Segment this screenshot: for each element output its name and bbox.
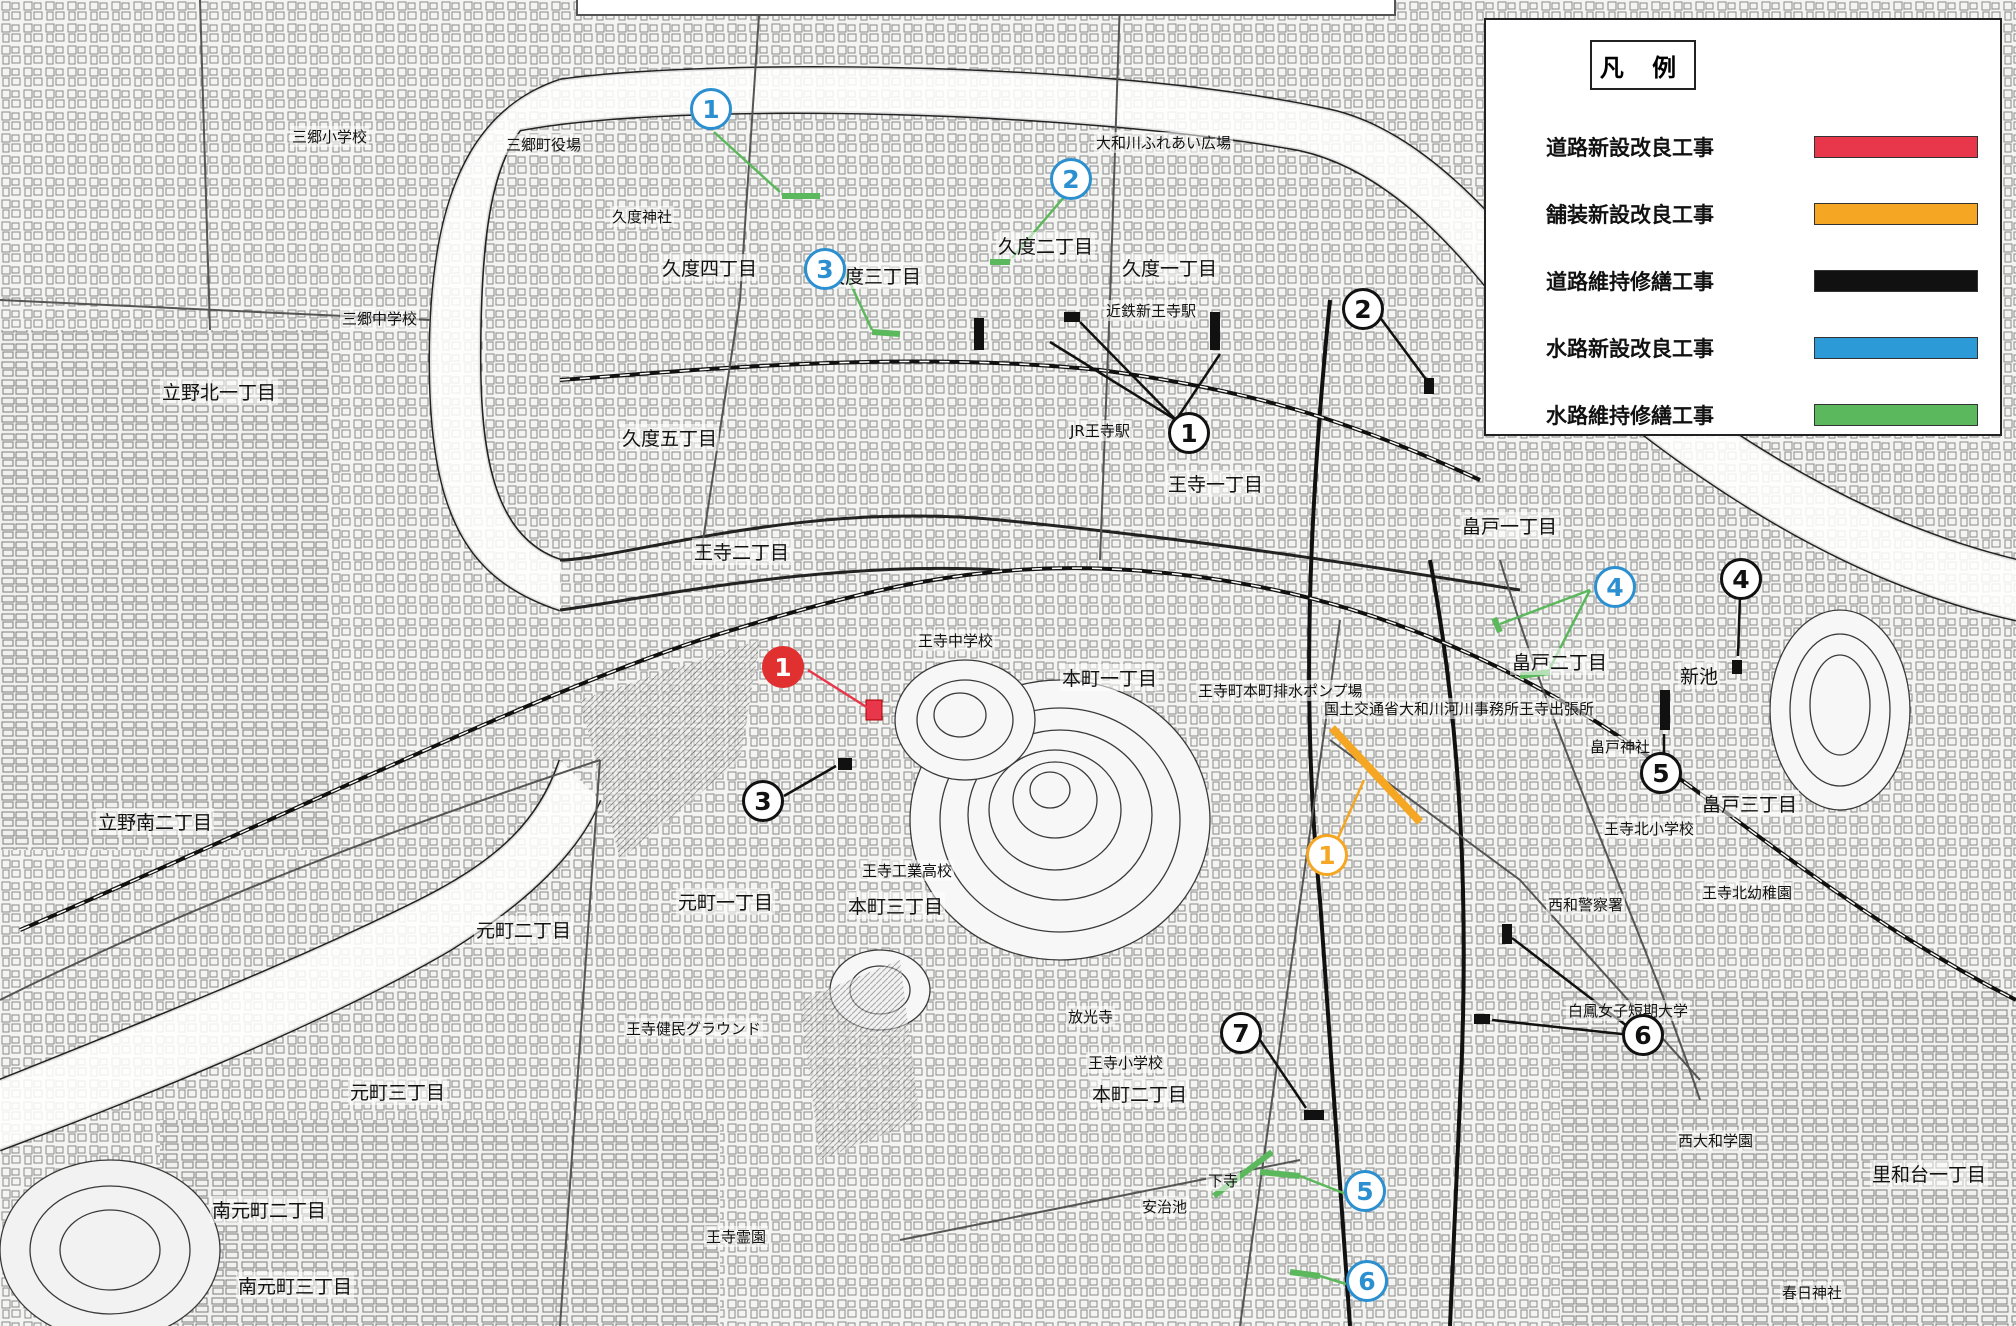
road-maint-segment-3 xyxy=(838,758,852,770)
pave-segment-1 xyxy=(1329,725,1423,825)
water-maint-marker-4[interactable]: 4 xyxy=(1594,566,1636,608)
legend-row-water-new: 水路新設改良工事 xyxy=(1486,329,2000,369)
road-maint-segment-4 xyxy=(1732,660,1742,674)
road-maint-segment-1b xyxy=(1210,312,1220,350)
road-maint-segment-2 xyxy=(1424,378,1434,394)
road-maint-segment-6b xyxy=(1474,1014,1490,1024)
label-honmachi-3: 本町三丁目 xyxy=(846,892,946,919)
legend-title: 凡 例 xyxy=(1590,40,1696,90)
road-maint-marker-6[interactable]: 6 xyxy=(1622,1014,1664,1056)
label-sango-yakuba: 三郷町役場 xyxy=(504,134,584,155)
water-maint-marker-3[interactable]: 3 xyxy=(804,248,846,290)
water-maint-marker-5[interactable]: 5 xyxy=(1344,1170,1386,1212)
label-kumotoji: 放光寺 xyxy=(1066,1006,1116,1027)
label-jr-oji: JR王寺駅 xyxy=(1068,420,1132,441)
water-maint-segment-4a xyxy=(1491,616,1503,634)
road-maint-segment-5 xyxy=(1660,690,1670,730)
label-minamimotomachi-3: 南元町三丁目 xyxy=(236,1272,355,1299)
label-kudo-5: 久度五丁目 xyxy=(620,424,720,451)
legend-swatch-road-new xyxy=(1814,136,1978,158)
label-kasuga-jinja: 春日神社 xyxy=(1780,1282,1845,1303)
label-motomachi-1: 元町一丁目 xyxy=(676,888,776,915)
label-oji-kita-shogakko: 王寺北小学校 xyxy=(1602,818,1697,839)
label-oji-2: 王寺二丁目 xyxy=(692,538,792,565)
label-oji-kenmin: 王寺健民グラウンド xyxy=(624,1018,764,1039)
water-maint-marker-6[interactable]: 6 xyxy=(1346,1260,1388,1302)
legend: 凡 例 道路新設改良工事 舗装新設改良工事 道路維持修繕工事 水路新設改良工事 … xyxy=(1484,18,2002,436)
road-maint-segment-7 xyxy=(1304,1110,1324,1120)
legend-row-water-maint: 水路維持修繕工事 xyxy=(1486,396,2000,436)
label-sango-chugakko: 三郷中学校 xyxy=(340,308,420,329)
label-kudo-jinja: 久度神社 xyxy=(610,206,675,227)
road-new-marker-1[interactable]: 1 xyxy=(762,646,804,688)
hill-contours xyxy=(0,609,1911,1326)
label-kudo-4: 久度四丁目 xyxy=(660,254,760,281)
water-maint-marker-2[interactable]: 2 xyxy=(1050,158,1092,200)
legend-swatch-road-maint xyxy=(1814,270,1978,292)
road-maint-segment-6a xyxy=(1502,924,1512,944)
label-oji-kogyo: 王寺工業高校 xyxy=(860,860,955,881)
legend-label-road-maint: 道路維持修繕工事 xyxy=(1546,270,1714,294)
label-oji-shogakko: 王寺小学校 xyxy=(1086,1052,1166,1073)
label-kintetsu: 近鉄新王寺駅 xyxy=(1104,300,1199,321)
roads xyxy=(0,0,1701,1326)
legend-row-pave-new: 舗装新設改良工事 xyxy=(1486,195,2000,235)
label-sango-shogakko: 三郷小学校 xyxy=(290,126,370,147)
label-kudo-2: 久度二丁目 xyxy=(996,232,1096,259)
label-shinike: 新池 xyxy=(1678,662,1721,689)
label-gekoji: 下寺 xyxy=(1206,1170,1241,1191)
road-maint-marker-5[interactable]: 5 xyxy=(1640,752,1682,794)
water-maint-segment-3 xyxy=(871,329,901,337)
label-pump: 王寺町本町排水ポンプ場 xyxy=(1196,680,1365,701)
road-maint-segment-1a xyxy=(974,318,984,350)
water-maint-segment-6 xyxy=(1289,1269,1321,1279)
label-minamimotomachi-2: 南元町二丁目 xyxy=(210,1196,329,1223)
label-tatsuno-minami: 立野南二丁目 xyxy=(96,808,215,835)
legend-row-road-maint: 道路維持修繕工事 xyxy=(1486,262,2000,302)
water-maint-segment-5b xyxy=(1259,1169,1301,1179)
label-yodo-2: 畠戸二丁目 xyxy=(1510,648,1610,675)
label-kudo-1: 久度一丁目 xyxy=(1120,254,1220,281)
label-yodo-1: 畠戸一丁目 xyxy=(1460,512,1560,539)
label-oji-1: 王寺一丁目 xyxy=(1166,470,1266,497)
label-hakuho: 白鳳女子短期大学 xyxy=(1566,1000,1691,1021)
road-maint-segment-1c xyxy=(1064,312,1080,322)
legend-row-road-new: 道路新設改良工事 xyxy=(1486,128,2000,168)
water-maint-marker-1[interactable]: 1 xyxy=(690,88,732,130)
label-satowa: 里和台一丁目 xyxy=(1870,1160,1989,1187)
label-oji-reien: 王寺霊園 xyxy=(704,1226,769,1247)
label-nishiwa-keisatsu: 西和警察署 xyxy=(1546,894,1626,915)
legend-swatch-pave-new xyxy=(1814,203,1978,225)
legend-label-pave-new: 舗装新設改良工事 xyxy=(1546,203,1714,227)
legend-swatch-water-new xyxy=(1814,337,1978,359)
pave-new-marker-1[interactable]: 1 xyxy=(1306,834,1348,876)
road-maint-marker-2[interactable]: 2 xyxy=(1342,288,1384,330)
road-maint-marker-4[interactable]: 4 xyxy=(1720,558,1762,600)
legend-swatch-water-maint xyxy=(1814,404,1978,426)
label-tatsuno-kita: 立野北一丁目 xyxy=(160,378,279,405)
road-maint-marker-1[interactable]: 1 xyxy=(1168,412,1210,454)
label-yamatogawa-hiroba: 大和川ふれあい広場 xyxy=(1094,132,1234,153)
label-nishiyamato-gakuen: 西大和学園 xyxy=(1676,1130,1756,1151)
label-honmachi-1: 本町一丁目 xyxy=(1060,664,1160,691)
label-motomachi-3: 元町三丁目 xyxy=(348,1078,448,1105)
legend-label-road-new: 道路新設改良工事 xyxy=(1546,136,1714,160)
label-yodo-3: 畠戸三丁目 xyxy=(1700,790,1800,817)
label-oji-chugakko: 王寺中学校 xyxy=(916,630,996,651)
label-honmachi-2: 本町二丁目 xyxy=(1090,1080,1190,1107)
top-frame xyxy=(576,0,1396,16)
legend-label-water-maint: 水路維持修繕工事 xyxy=(1546,404,1714,428)
road-maint-marker-7[interactable]: 7 xyxy=(1220,1012,1262,1054)
legend-label-water-new: 水路新設改良工事 xyxy=(1546,337,1714,361)
label-annji: 安治池 xyxy=(1140,1196,1190,1217)
label-oji-kita-yochien: 王寺北幼稚園 xyxy=(1700,882,1795,903)
road-new-segment-1 xyxy=(865,699,883,721)
label-yodo-jinja: 畠戸神社 xyxy=(1588,736,1653,757)
label-motomachi-2: 元町二丁目 xyxy=(474,916,574,943)
label-kokudo: 国土交通省大和川河川事務所王寺出張所 xyxy=(1322,698,1597,719)
road-maint-marker-3[interactable]: 3 xyxy=(742,780,784,822)
